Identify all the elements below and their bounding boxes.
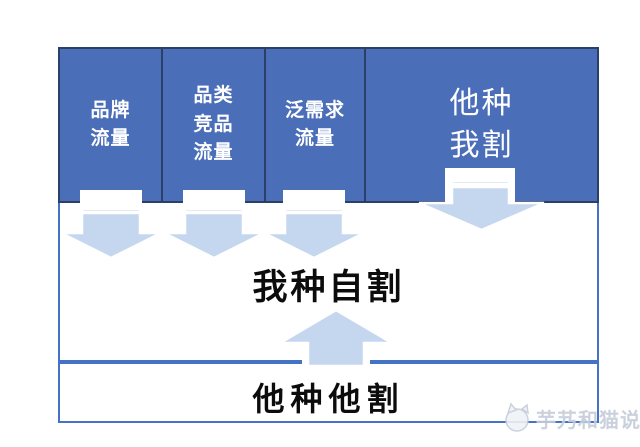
bottom-box	[58, 364, 599, 423]
column-brand-traffic-label: 品牌 流量	[90, 99, 131, 150]
column-brand-traffic: 品牌 流量	[60, 49, 163, 201]
middle-box-label: 我种自割	[252, 268, 405, 307]
column-general-demand-traffic: 泛需求 流量	[266, 49, 366, 201]
watermark: 芋艿和猫说	[500, 398, 640, 438]
middle-box	[58, 203, 599, 360]
column-others-plant-i-harvest-label: 他种 我割	[449, 87, 514, 162]
watermark-text: 芋艿和猫说	[536, 409, 640, 432]
column-general-demand-traffic-label: 泛需求 流量	[284, 99, 345, 150]
column-category-competitor-traffic-label: 品类 竞品 流量	[193, 85, 234, 164]
column-others-plant-i-harvest: 他种 我割	[366, 49, 597, 201]
down-arrow-icon-big	[418, 168, 545, 232]
cat-logo-icon	[505, 402, 529, 432]
traffic-sources-header: 品牌 流量 品类 竞品 流量 泛需求 流量 他种 我割	[58, 47, 599, 203]
up-arrow-icon	[275, 308, 397, 368]
bottom-box-label: 他种他割	[252, 381, 405, 417]
down-arrow-icon-category	[163, 190, 265, 260]
down-arrow-icon-brand	[60, 190, 162, 260]
column-category-competitor-traffic: 品类 竞品 流量	[163, 49, 266, 201]
down-arrow-icon-demand	[263, 190, 365, 260]
